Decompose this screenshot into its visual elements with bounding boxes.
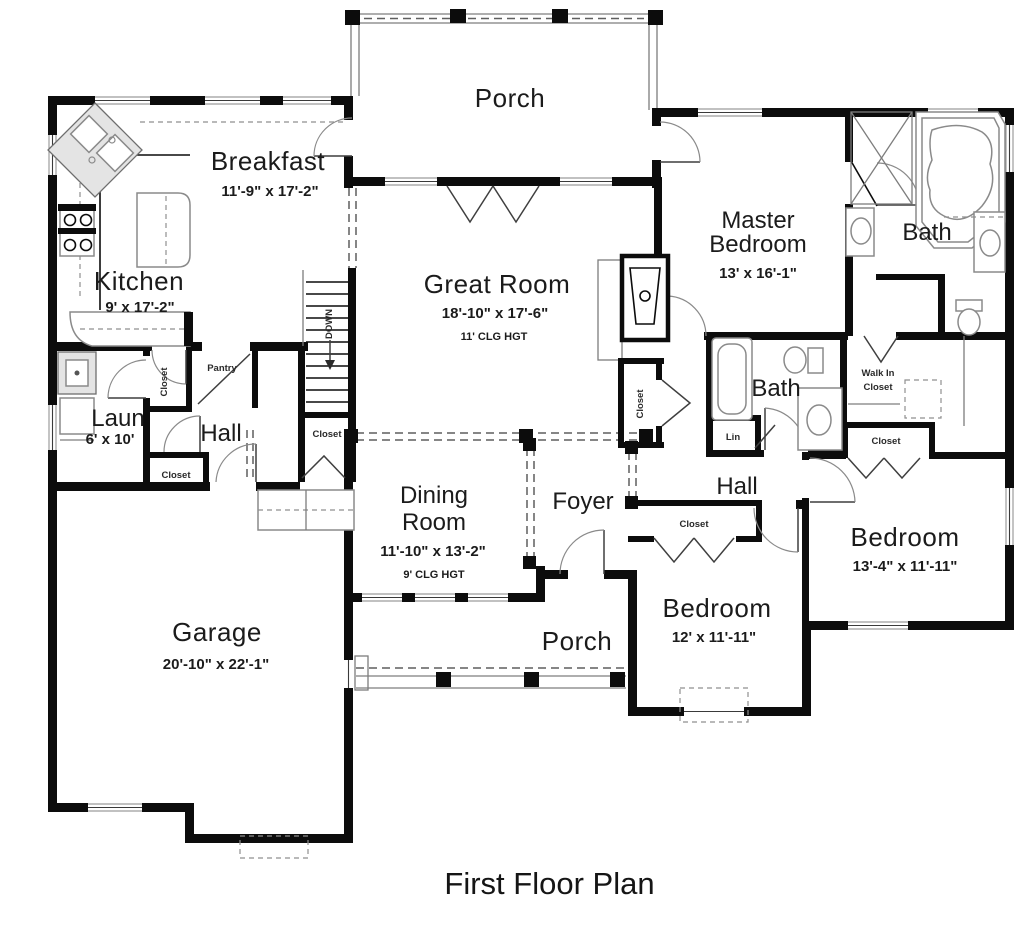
shower bbox=[850, 111, 913, 205]
label-bedroom2: Bedroom bbox=[663, 593, 772, 623]
room-labels: Porch Breakfast 11'-9" x 17'-2" Kitchen … bbox=[86, 83, 960, 673]
label-down: DOWN bbox=[324, 309, 335, 339]
laundry-fixtures bbox=[57, 351, 97, 441]
floor-plan-drawing: Porch Breakfast 11'-9" x 17'-2" Kitchen … bbox=[47, 9, 1015, 859]
label-kitchen: Kitchen bbox=[94, 266, 184, 296]
label-dining-2: Room bbox=[402, 509, 466, 536]
misc-details bbox=[239, 379, 942, 859]
label-lin: Lin bbox=[726, 432, 740, 443]
label-hall-left: Hall bbox=[200, 420, 241, 447]
label-laundry: Laun bbox=[91, 405, 144, 432]
kitchen-island bbox=[136, 192, 191, 268]
label-porch-front: Porch bbox=[542, 626, 612, 656]
label-bedroom3-dims: 13'-4" x 11'-11" bbox=[853, 558, 958, 575]
interior-walls-right bbox=[628, 108, 1014, 624]
washer bbox=[59, 397, 95, 435]
cooktop bbox=[58, 204, 96, 257]
label-porch-top: Porch bbox=[475, 83, 545, 113]
label-bedroom3: Bedroom bbox=[851, 522, 960, 552]
rear-porch-structure bbox=[345, 9, 663, 110]
label-breakfast-dims: 11'-9" x 17'-2" bbox=[221, 183, 318, 200]
label-master-bath: Bath bbox=[902, 219, 951, 246]
corner-tub bbox=[915, 111, 1006, 249]
label-dining-1: Dining bbox=[400, 482, 468, 509]
label-garage: Garage bbox=[172, 617, 262, 647]
label-master-1: Master bbox=[721, 207, 794, 234]
label-closet-bed2: Closet bbox=[679, 519, 709, 530]
label-great-room-clg: 11' CLG HGT bbox=[461, 331, 528, 343]
corner-sink bbox=[47, 102, 143, 198]
garage-steps bbox=[257, 489, 355, 531]
label-foyer: Foyer bbox=[552, 488, 613, 515]
label-breakfast: Breakfast bbox=[211, 146, 326, 176]
label-great-room-dims: 18'-10" x 17'-6" bbox=[442, 305, 548, 322]
toilet bbox=[783, 346, 807, 374]
label-dining-clg: 9' CLG HGT bbox=[403, 569, 465, 581]
kitchen-peninsula bbox=[69, 311, 193, 347]
down-arrow bbox=[325, 360, 335, 370]
label-bath-hall: Bath bbox=[751, 375, 800, 402]
label-closet-stairs: Closet bbox=[312, 429, 342, 440]
staircase bbox=[302, 270, 348, 403]
label-closet3: Closet bbox=[871, 436, 901, 447]
windows bbox=[47, 95, 1015, 813]
label-dining-dims: 11'-10" x 13'-2" bbox=[380, 543, 486, 560]
plan-title: First Floor Plan bbox=[444, 866, 655, 901]
label-walkin-2: Closet bbox=[863, 382, 893, 393]
label-master-dims: 13' x 16'-1" bbox=[719, 265, 797, 282]
label-great-room: Great Room bbox=[424, 269, 571, 299]
master-bath-fixtures bbox=[845, 111, 1006, 336]
label-closet-left: Closet bbox=[159, 367, 170, 397]
fireplace bbox=[597, 253, 671, 448]
label-bedroom2-dims: 12' x 11'-11" bbox=[672, 629, 756, 646]
label-hall-right: Hall bbox=[716, 473, 757, 500]
label-garage-dims: 20'-10" x 22'-1" bbox=[163, 656, 269, 673]
label-pantry: Pantry bbox=[207, 363, 237, 374]
hall-bath-fixtures bbox=[711, 337, 843, 451]
label-walkin-1: Walk In bbox=[862, 368, 895, 379]
kitchen-fixtures bbox=[47, 102, 345, 347]
label-kitchen-dims: 9' x 17'-2" bbox=[105, 299, 174, 316]
label-closet-fp: Closet bbox=[635, 389, 646, 419]
front-porch-rail bbox=[356, 667, 626, 689]
label-master-2: Bedroom bbox=[709, 231, 806, 258]
label-laundry-dims: 6' x 10' bbox=[86, 431, 135, 448]
label-closet-hall: Closet bbox=[161, 470, 191, 481]
